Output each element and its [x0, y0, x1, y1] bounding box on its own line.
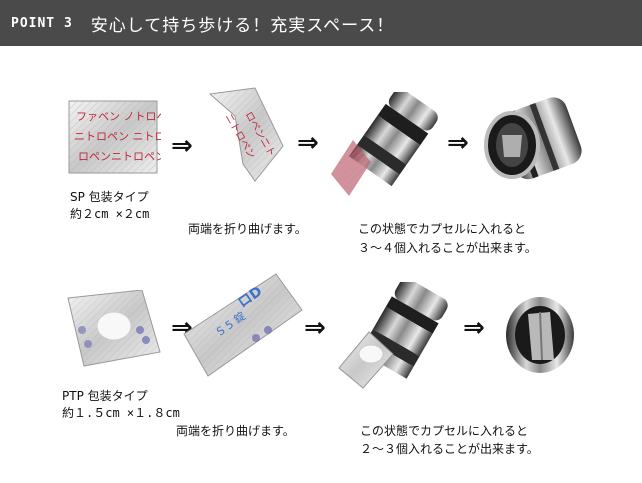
- capsule-loaded-image: [506, 297, 574, 373]
- page-title: 安心して持ち歩ける！充実スペース！: [90, 15, 395, 36]
- ptp-package-type: PTP 包装タイプ: [62, 389, 148, 403]
- ptp-package-size: 約１.５cm ×１.８cm: [62, 406, 180, 420]
- ptp-fold-caption: 両端を折り曲げます。: [176, 424, 295, 438]
- svg-text:ニトロペン ニトロ: ニトロペン ニトロ: [74, 130, 161, 143]
- ptp-capsule-caption-2: ２～３個入れることが出来ます。: [360, 442, 539, 456]
- sp-fold-caption: 両端を折り曲げます。: [188, 222, 307, 236]
- ptp-package-image: [67, 290, 161, 367]
- point-label: POINT 3: [11, 15, 73, 31]
- arrow-icon: ⇒: [463, 313, 485, 343]
- arrow-icon: ⇒: [297, 128, 319, 158]
- arrow-icon: ⇒: [447, 128, 469, 158]
- sp-package-type: SP 包装タイプ: [70, 190, 149, 204]
- sp-folded-image: ニトロペン ロペンニト: [208, 87, 284, 182]
- ptp-folded-image: ロD S 5 錠: [183, 273, 303, 377]
- capsule-open-image: [338, 282, 448, 389]
- svg-text:ファベン ノトロベ: ファベン ノトロベ: [76, 110, 161, 123]
- capsule-loaded-image: [484, 97, 582, 180]
- arrow-icon: ⇒: [304, 313, 326, 343]
- arrow-icon: ⇒: [171, 131, 193, 161]
- capsule-open-image: [331, 92, 438, 196]
- ptp-capsule-caption-1: この状態でカプセルに入れると: [360, 424, 529, 438]
- sp-capsule-caption-2: ３～４個入れることが出来ます。: [358, 241, 537, 255]
- sp-package-size: 約２cm ×２cm: [70, 207, 150, 221]
- sp-package-image: ファベン ノトロベ ニトロペン ニトロ ロペンニトロペン: [68, 100, 161, 174]
- sp-capsule-caption-1: この状態でカプセルに入れると: [358, 222, 527, 236]
- svg-text:ロペンニトロペン: ロペンニトロペン: [78, 150, 161, 163]
- header-bar: POINT 3 安心して持ち歩ける！充実スペース！: [0, 0, 642, 46]
